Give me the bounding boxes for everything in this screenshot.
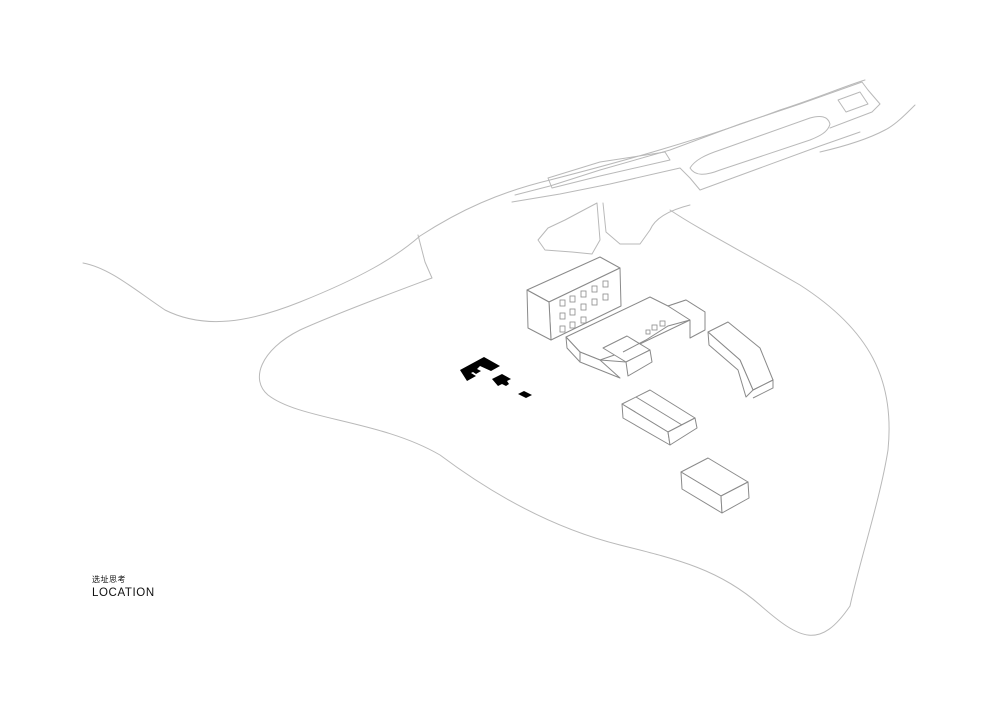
outer-contour-line [82, 79, 866, 323]
project-small-block [518, 391, 532, 398]
project-site-footprint [460, 357, 532, 398]
caption-subtitle-cn: 选址思考 [92, 575, 126, 584]
access-road-central [602, 202, 691, 245]
main-road-outer [514, 81, 881, 196]
figure-caption: 选址思考 LOCATION [92, 576, 155, 600]
road-island-long [689, 115, 831, 175]
courtyard-building [565, 296, 706, 379]
northeast-edge [819, 104, 916, 153]
road-island-west [547, 151, 671, 189]
dormitory-windows [559, 280, 609, 333]
pitched-roof-building [621, 389, 698, 446]
main-road-inner [511, 131, 861, 203]
east-contour-line [669, 209, 890, 607]
south-box-building [680, 457, 750, 514]
terrain-outlines [82, 79, 916, 636]
existing-buildings [526, 256, 774, 514]
project-main-mass [460, 357, 500, 381]
curved-building [707, 321, 774, 399]
road-network [511, 81, 881, 255]
project-annex-block [492, 374, 511, 386]
road-island-small [837, 91, 869, 113]
access-road-west [537, 202, 601, 255]
caption-title-en: LOCATION [92, 587, 155, 599]
dormitory-building [526, 256, 622, 341]
inner-site-boundary [258, 234, 851, 636]
